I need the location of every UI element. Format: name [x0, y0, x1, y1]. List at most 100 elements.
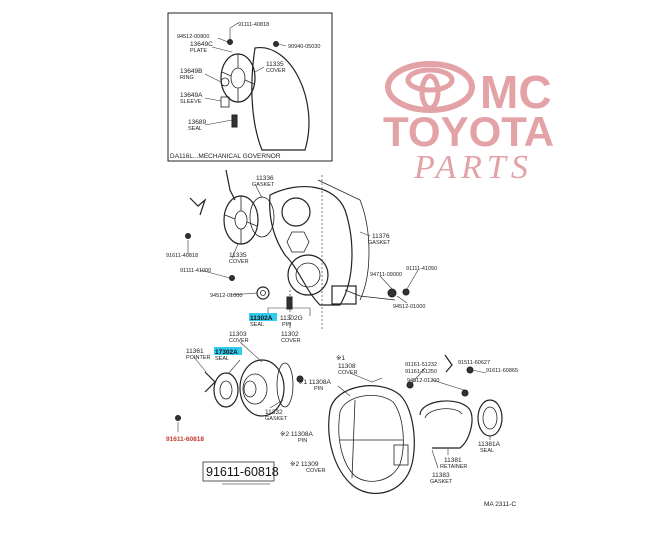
label-11302g: 11302G [280, 315, 303, 322]
seal-11381a-icon [477, 399, 503, 437]
label-11303: 11303 [229, 331, 247, 338]
inset-screw-icon [273, 41, 279, 47]
label-seal-inset: SEAL [188, 126, 202, 132]
diagram-code: MA 2311-C [484, 501, 516, 508]
label-11381-retainer: RETAINER [440, 464, 467, 470]
label-11303-cover: COVER [229, 338, 249, 344]
label-94512-01200: 94512-01200 [407, 378, 439, 384]
label-11383-gasket: GASKET [430, 479, 453, 485]
label-13689: 13689 [188, 119, 206, 126]
label-94711-09000: 94711-09000 [370, 272, 402, 278]
bolt-91161-icon [406, 381, 414, 389]
label-17302a: 17302A [215, 349, 238, 356]
label-11335-inset: 11335 [266, 61, 284, 68]
bolt-91111-icon [229, 275, 235, 281]
bolt-91611-60818-icon [175, 415, 181, 421]
governor-cover-shape [251, 47, 310, 151]
governor-seal-icon [231, 114, 238, 128]
label-11308a-pin2: PIN [298, 438, 307, 444]
label-plate: PLATE [190, 48, 207, 54]
governor-plate-icon [220, 53, 256, 103]
inset-caption: DA116L...MECHANICAL GOVERNOR [170, 153, 281, 160]
gasket-11332-icon [276, 362, 294, 408]
label-11336: 11336 [256, 175, 274, 182]
label-11332: 11332 [265, 409, 283, 416]
inset-governor: 91111-40818 94512-00800 13649C PLATE 909… [167, 12, 333, 162]
flywheel-housing-assembly: ※1 11308 COVER ※1 11308A PIN ※2 11308A P… [280, 354, 518, 508]
label-sleeve: SLEEVE [180, 99, 202, 105]
label-94512-01000: 94512-01000 [210, 293, 242, 299]
governor-ring-icon [220, 77, 230, 87]
label-11332-gasket: GASKET [265, 416, 288, 422]
timing-case-boss [286, 231, 310, 253]
label-11361: 11361 [186, 348, 204, 355]
label-11302: 11302 [281, 331, 299, 338]
label-11309-cover: COVER [306, 468, 326, 474]
front-cover-assembly: 11303 COVER 11361 POINTER 17302A SEAL 11… [166, 331, 304, 443]
pin-11302g-icon [286, 296, 293, 310]
timing-case-block [331, 285, 357, 305]
part-number-text: 91611-60818 [206, 465, 279, 479]
timing-case-bore-lower [287, 254, 329, 296]
brand-text-parts: PARTS [413, 149, 533, 186]
part-number-box [202, 461, 275, 482]
label-13649a: 13649A [180, 92, 203, 99]
governor-sleeve-icon [220, 96, 230, 108]
label-13649b: 13649B [180, 68, 202, 75]
bolt-91611-icon [185, 233, 191, 239]
label-91161-51250: 91161-51250 [405, 369, 437, 375]
label-11381: 11381 [444, 457, 462, 464]
toyota-emblem-icon [385, 61, 475, 113]
seal-17302a-icon [213, 372, 239, 408]
label-91511-60627: 91511-60627 [458, 360, 490, 366]
label-cover-inset: COVER [266, 68, 286, 74]
highlight-11302a [249, 313, 277, 321]
label-11308a-pin: PIN [314, 386, 323, 392]
label-star2-11309: ※2 11309 [290, 461, 319, 468]
retainer-11381-icon [419, 400, 473, 449]
label-11335-cover: COVER [229, 259, 249, 265]
plug-icon [296, 375, 304, 383]
stud-line [344, 289, 396, 301]
label-11302a: 11302A [250, 315, 273, 322]
label-ring: RING [180, 75, 194, 81]
brand-text-mc: MC [480, 66, 552, 118]
label-11376-gasket: GASKET [368, 240, 391, 246]
label-11335: 11335 [229, 252, 247, 259]
label-91111-41000: 91111-41000 [180, 268, 211, 274]
label-11302-cover: COVER [281, 338, 301, 344]
cover-11335-icon [223, 195, 259, 245]
label-94512-00800: 94512-00800 [177, 34, 209, 40]
label-91611-60865: 91611-60865 [486, 368, 518, 374]
label-91161-51232: 91161-51232 [405, 362, 437, 368]
gasket-11376-shape [317, 179, 370, 301]
part-number-callout: 91611-60818 [202, 461, 279, 485]
label-11381a-seal: SEAL [480, 448, 494, 454]
clip-91511-icon [444, 354, 453, 373]
label-11381a: 11381A [478, 441, 501, 448]
label-star1: ※1 [336, 355, 345, 362]
cover-11303-icon [239, 359, 285, 417]
label-star1-11308a: ※1 11308A [298, 379, 331, 386]
inset-border [167, 12, 333, 162]
inset-bolt-icon [227, 39, 233, 45]
brand-text-toyota: TOYOTA [383, 108, 554, 155]
label-star2-11308a: ※2 11308A [280, 431, 313, 438]
bolt-94512-icon [461, 389, 469, 397]
label-11302a-seal: SEAL [250, 322, 264, 328]
label-91611-60818: 91611-60818 [166, 436, 204, 443]
label-94512-01000b: 94512-01000 [393, 304, 425, 310]
gasket-11336-icon [249, 196, 275, 238]
bolt-91111-41050-icon [402, 288, 410, 296]
label-11376: 11376 [372, 233, 390, 240]
label-11302g-pin: PIN [282, 322, 291, 328]
label-13649c: 13649C [190, 41, 213, 48]
governor-link-rod [225, 169, 236, 201]
label-17302a-seal: SEAL [215, 356, 229, 362]
highlight-17302a [214, 347, 242, 355]
timing-case-shape [269, 186, 353, 306]
label-91111-41050: 91111-41050 [406, 266, 437, 272]
timing-case-bore-upper [281, 197, 311, 227]
washer-icon [256, 286, 270, 300]
